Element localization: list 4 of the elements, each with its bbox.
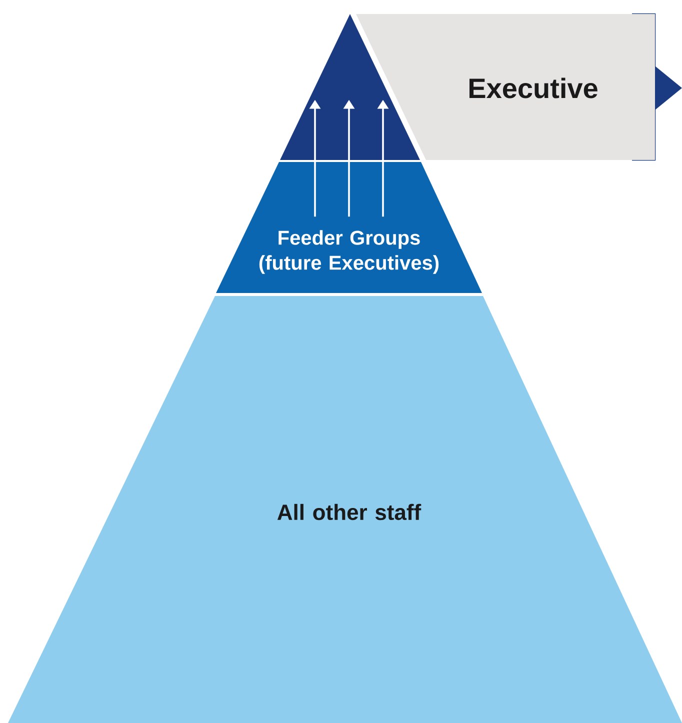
label-box: Executive [356, 14, 655, 160]
apex-triangle [280, 14, 420, 160]
pyramid-band: Feeder Groups (future Executives) [216, 162, 482, 293]
pyramid-band: All other staff [8, 296, 682, 723]
